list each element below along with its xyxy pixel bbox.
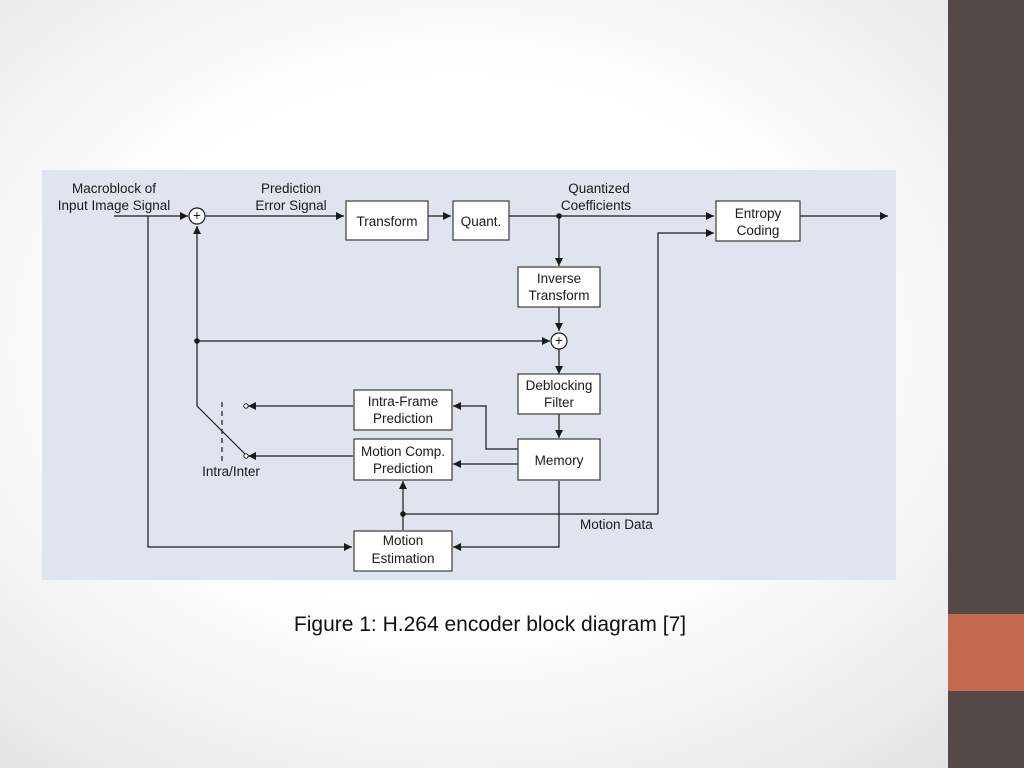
block-label: Prediction	[373, 461, 433, 476]
prediction-error-label: Prediction	[261, 181, 321, 196]
block-label: Deblocking	[526, 378, 593, 393]
motion-estimation-block: Motion Estimation	[353, 530, 453, 572]
block-label: Estimation	[371, 551, 434, 566]
inverse-transform-block: Inverse Transform	[517, 266, 601, 308]
summing-junction-mid: +	[550, 332, 568, 350]
block-label: Transform	[528, 288, 589, 303]
switch-terminals	[243, 403, 249, 459]
quant-block: Quant.	[452, 200, 510, 241]
sum-sign: +	[193, 208, 201, 223]
intra-inter-label: Intra/Inter	[202, 464, 260, 479]
entropy-coding-block: Entropy Coding	[715, 200, 801, 242]
block-label: Motion	[383, 533, 424, 548]
block-label: Prediction	[373, 411, 433, 426]
quantized-coefficients-label: Coefficients	[561, 198, 632, 213]
block-label: Coding	[737, 223, 780, 238]
block-label: Quant.	[461, 214, 502, 229]
quantized-coefficients-label: Quantized	[568, 181, 630, 196]
motion-comp-prediction-block: Motion Comp. Prediction	[353, 438, 453, 481]
connection-lines	[114, 212, 888, 551]
input-signal-label: Input Image Signal	[58, 198, 171, 213]
figure-caption: Figure 1: H.264 encoder block diagram [7…	[293, 613, 687, 636]
block-label: Entropy	[735, 206, 782, 221]
block-label: Memory	[535, 453, 584, 468]
block-label: Motion Comp.	[361, 444, 445, 459]
sidebar-accent-block	[948, 614, 1024, 691]
deblocking-filter-block: Deblocking Filter	[517, 373, 601, 415]
prediction-error-label: Error Signal	[255, 198, 326, 213]
block-label: Intra-Frame	[368, 394, 439, 409]
intra-frame-prediction-block: Intra-Frame Prediction	[353, 389, 453, 431]
memory-block: Memory	[517, 438, 601, 481]
sum-sign: +	[555, 333, 563, 348]
summing-junction-top: +	[188, 207, 206, 225]
diagram-canvas: + + Transform Quant. Entropy Coding Inve…	[58, 181, 888, 572]
block-label: Transform	[356, 214, 417, 229]
block-label: Inverse	[537, 271, 581, 286]
junction-dots	[194, 213, 562, 517]
transform-block: Transform	[345, 200, 429, 241]
encoder-diagram: + + Transform Quant. Entropy Coding Inve…	[42, 170, 896, 580]
input-signal-label: Macroblock of	[72, 181, 156, 196]
block-label: Filter	[544, 395, 575, 410]
motion-data-label: Motion Data	[580, 517, 653, 532]
